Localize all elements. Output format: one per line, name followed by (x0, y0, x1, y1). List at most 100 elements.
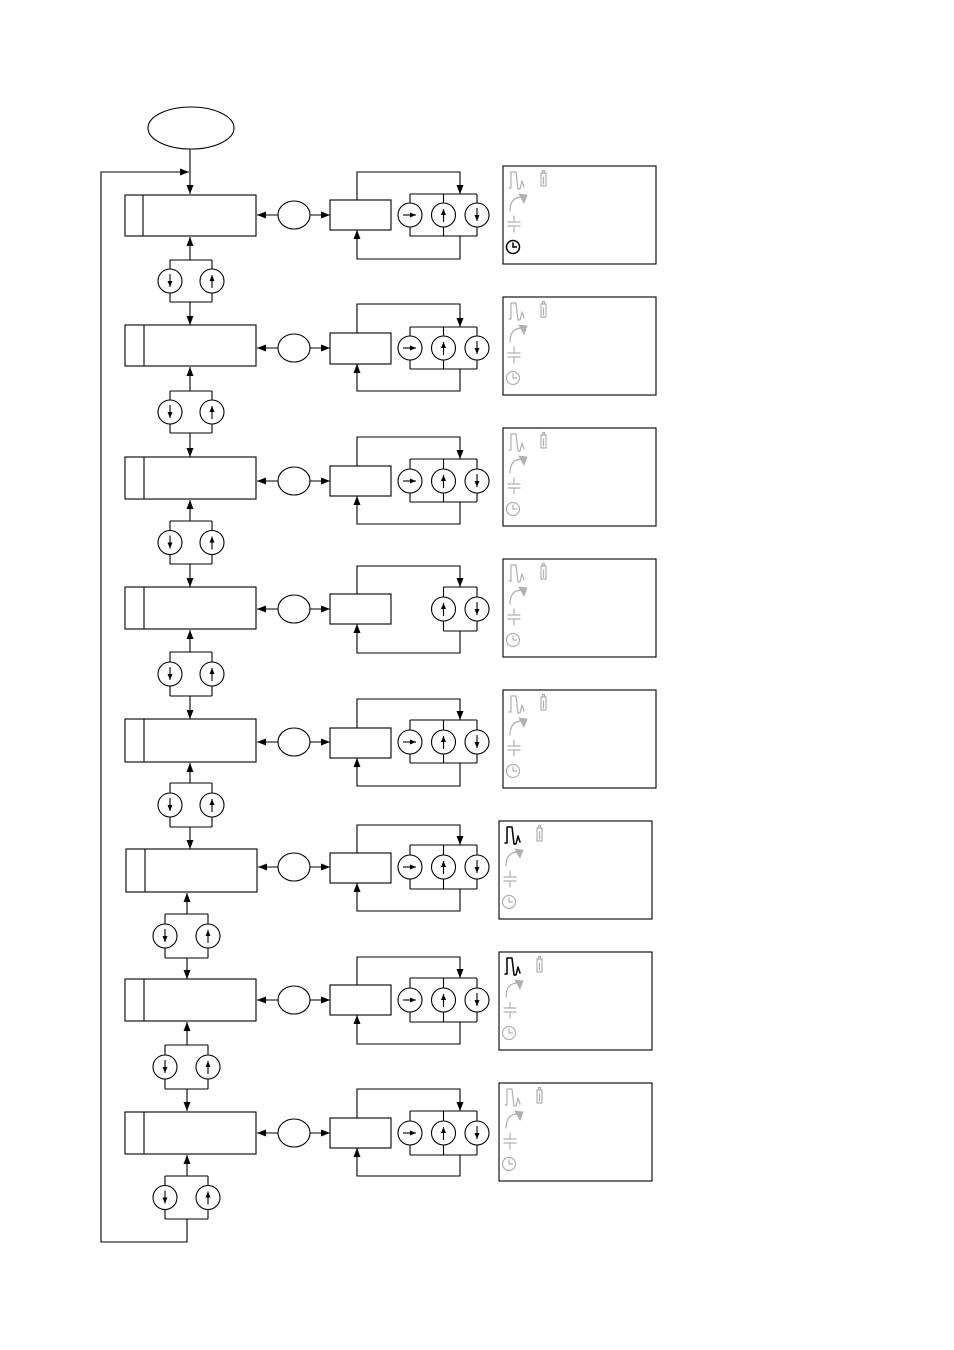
clock-icon (501, 894, 517, 910)
clock-icon (501, 1025, 517, 1041)
curved-arrow-icon (509, 193, 528, 212)
step-row (124, 427, 657, 587)
status-panel-frame (502, 689, 657, 789)
step-nav-group (152, 893, 221, 979)
adjust-loop-out-arrow (356, 698, 464, 728)
adjust-loop-back-arrow (353, 1148, 461, 1177)
adjust-button-group (397, 719, 490, 764)
step-box (124, 194, 257, 237)
clock-face (505, 501, 521, 517)
step-nav-group (152, 1155, 221, 1220)
waveform-icon (504, 1088, 521, 1107)
clock-icon (505, 763, 521, 779)
start-terminal (147, 106, 235, 150)
status-panel-frame (498, 1082, 653, 1182)
status-panel (502, 558, 657, 658)
clock-icon (501, 1156, 517, 1172)
step-box (124, 1111, 257, 1155)
curved-arrow-head (518, 193, 528, 204)
capacitor-icon (503, 1001, 517, 1019)
step-row (124, 689, 657, 849)
adjust-button-group (430, 586, 490, 632)
clock-face (505, 763, 521, 779)
curved-arrow-line (509, 589, 523, 605)
step-nav-group (157, 630, 225, 719)
waveform-line (504, 826, 521, 845)
key-oval (277, 333, 311, 363)
step-box (124, 978, 257, 1022)
curved-arrow-line (509, 720, 523, 736)
adjust-button-group (397, 326, 490, 370)
curved-arrow-line (509, 196, 523, 212)
down-arrow-button (152, 1054, 178, 1080)
adjust-loop-out-arrow (356, 824, 464, 853)
curved-arrow-head (518, 324, 528, 335)
battery-icon (540, 693, 547, 711)
up-arrow-button (199, 529, 225, 556)
status-panel-frame (498, 951, 653, 1051)
setting-box (329, 727, 392, 759)
down-arrow-button (464, 335, 490, 361)
waveform-line (508, 695, 525, 714)
capacitor-icon (507, 346, 521, 364)
up-arrow-button (199, 399, 225, 425)
step-box (124, 456, 257, 500)
curved-arrow-head (514, 979, 524, 990)
status-panel-frame (502, 558, 657, 658)
adjust-loop-back-arrow (353, 230, 461, 260)
up-arrow-button (430, 468, 457, 494)
key-oval (277, 985, 311, 1015)
setting-box (329, 852, 392, 884)
status-panel (498, 951, 653, 1051)
status-panel (502, 689, 657, 789)
step-box (124, 718, 257, 763)
adjust-button-group (397, 977, 490, 1023)
up-arrow-button (195, 1184, 221, 1211)
adjust-loop-back-arrow (353, 364, 461, 392)
adjust-loop-out-arrow (356, 436, 464, 466)
curved-arrow-icon (509, 586, 528, 605)
status-panel-frame (498, 820, 653, 920)
key-oval (277, 200, 311, 230)
step-nav-group (152, 1022, 221, 1111)
waveform-line (504, 1088, 521, 1107)
key-oval (277, 852, 311, 882)
clock-face (501, 894, 517, 910)
curved-arrow-head (514, 848, 524, 859)
key-oval (277, 727, 311, 757)
down-arrow-button (464, 596, 490, 622)
battery-terminal (541, 169, 546, 174)
setting-box (329, 593, 392, 625)
step-nav-group (157, 237, 225, 325)
step-nav-group (157, 763, 225, 849)
waveform-icon (508, 171, 525, 190)
setting-box (329, 465, 392, 497)
waveform-line (508, 433, 525, 452)
curved-arrow-icon (505, 1110, 524, 1129)
capacitor-icon (503, 1132, 517, 1150)
clock-icon (505, 632, 521, 648)
capacitor-icon (503, 870, 517, 888)
adjust-loop-out-arrow (356, 956, 464, 985)
up-arrow-button (430, 596, 457, 622)
down-arrow-button (157, 792, 183, 818)
right-arrow-button (397, 335, 423, 361)
setting-box (329, 984, 392, 1016)
curved-arrow-icon (505, 848, 524, 867)
up-arrow-button (430, 335, 457, 361)
battery-terminal (537, 824, 542, 829)
waveform-line (508, 171, 525, 190)
down-arrow-button (464, 1120, 490, 1146)
adjust-loop-out-arrow (356, 565, 464, 594)
down-arrow-button (464, 729, 490, 755)
up-arrow-button (430, 729, 457, 755)
down-arrow-button (464, 854, 490, 880)
clock-icon (505, 501, 521, 517)
curved-arrow-icon (509, 717, 528, 736)
up-arrow-button (195, 923, 221, 949)
waveform-icon (508, 695, 525, 714)
right-arrow-button (397, 729, 423, 755)
status-panel (502, 165, 657, 265)
clock-face (505, 632, 521, 648)
